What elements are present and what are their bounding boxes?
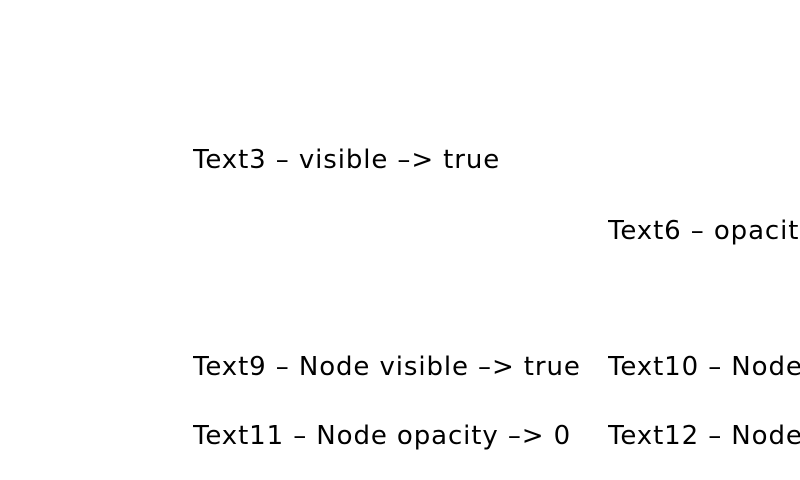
label-text10[interactable]: Text10 – Node (608, 352, 800, 382)
label-text6[interactable]: Text6 – opacity –> (608, 216, 800, 246)
label-text11[interactable]: Text11 – Node opacity –> 0 (193, 421, 572, 451)
label-text9[interactable]: Text9 – Node visible –> true (193, 352, 581, 382)
label-text12[interactable]: Text12 – Node (608, 421, 800, 451)
label-text3[interactable]: Text3 – visible –> true (193, 145, 501, 175)
